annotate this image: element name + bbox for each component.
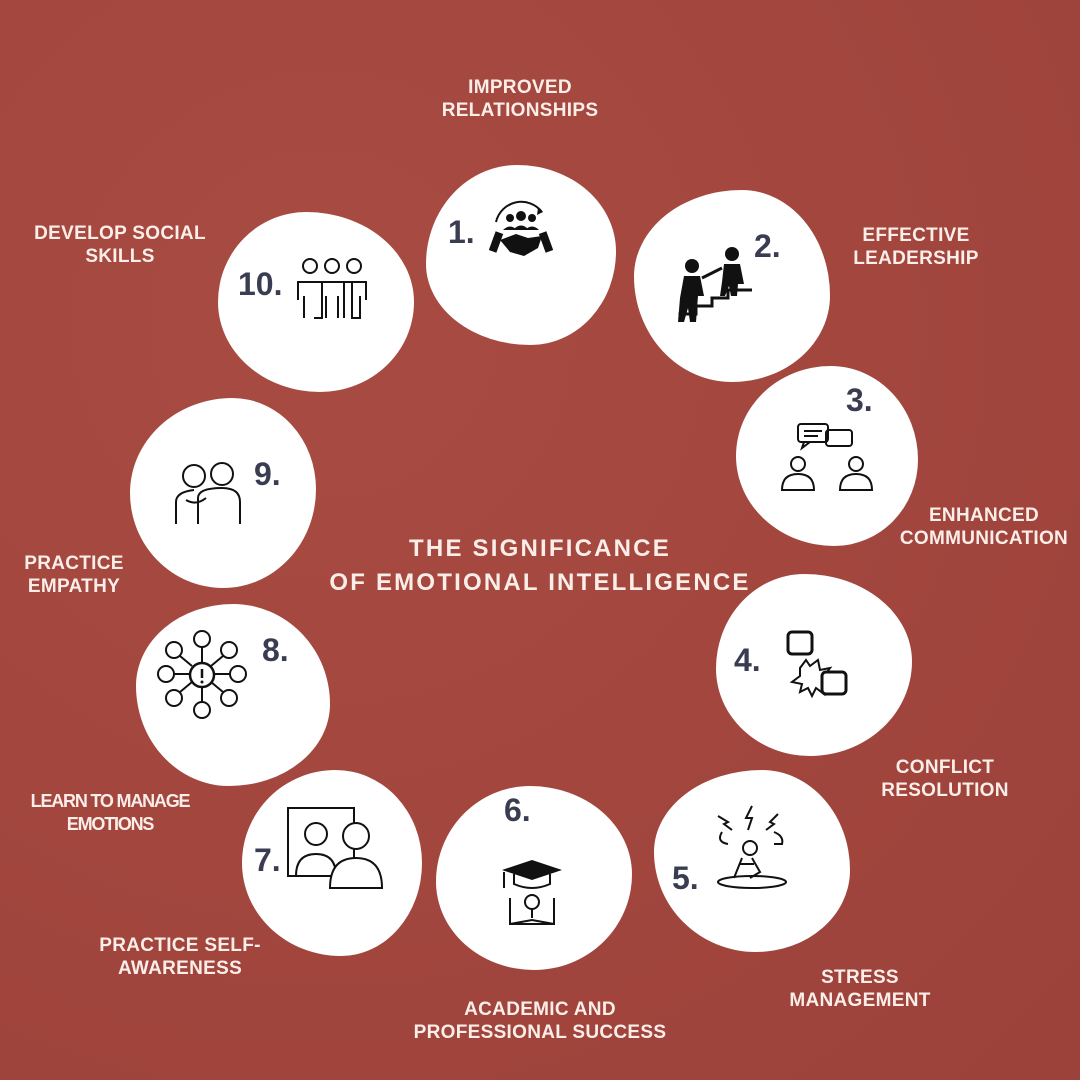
stressed-person-icon: [712, 802, 796, 892]
mirror-reflection-icon: [286, 806, 386, 890]
hug-icon: [172, 460, 246, 526]
title-line-1: THE SIGNIFICANCE: [409, 535, 671, 562]
item-5-label: STRESS MANAGEMENT: [789, 967, 931, 1011]
item-7-label: PRACTICE SELF- AWARENESS: [99, 935, 261, 979]
graduation-book-icon: [496, 858, 568, 930]
item-10-number: 10.: [238, 266, 283, 302]
handshake-team-icon: [488, 200, 554, 266]
item-2-label: EFFECTIVE LEADERSHIP: [853, 225, 979, 269]
item-5-number: 5.: [672, 860, 699, 896]
item-5-blob: [654, 770, 850, 952]
item-1-number: 1.: [448, 214, 475, 250]
conversation-icon: [778, 420, 876, 492]
item-1-label: IMPROVED RELATIONSHIPS: [441, 77, 599, 121]
item-2-number: 2.: [754, 228, 781, 264]
item-8-blob: [136, 604, 330, 786]
item-7-number: 7.: [254, 842, 281, 878]
item-3-blob: [736, 366, 918, 546]
leader-stairs-icon: [672, 244, 758, 324]
item-8-label: LEARN TO MANAGE EMOTIONS: [30, 791, 191, 834]
item-6-number: 6.: [504, 792, 531, 828]
fist-clash-icon: [780, 628, 860, 704]
item-10-blob: [218, 212, 414, 392]
item-9-number: 9.: [254, 456, 281, 492]
item-9-blob: [130, 398, 316, 588]
item-6-label: ACADEMIC AND PROFESSIONAL SUCCESS: [413, 999, 667, 1043]
emotions-head-icon: [156, 630, 248, 720]
item-4-label: CONFLICT RESOLUTION: [881, 757, 1009, 801]
item-8-number: 8.: [262, 632, 289, 668]
item-3-label: ENHANCED COMMUNICATION: [899, 505, 1069, 549]
item-3-number: 3.: [846, 382, 873, 418]
item-10-label: DEVELOP SOCIAL SKILLS: [34, 223, 206, 267]
page-title: THE SIGNIFICANCE OF EMOTIONAL INTELLIGEN…: [300, 532, 780, 600]
item-9-label: PRACTICE EMPATHY: [24, 553, 124, 597]
item-4-blob: [716, 574, 912, 756]
title-line-2: OF EMOTIONAL INTELLIGENCE: [329, 569, 751, 596]
group-people-icon: [294, 256, 370, 322]
item-4-number: 4.: [734, 642, 761, 678]
item-7-blob: [242, 770, 422, 956]
